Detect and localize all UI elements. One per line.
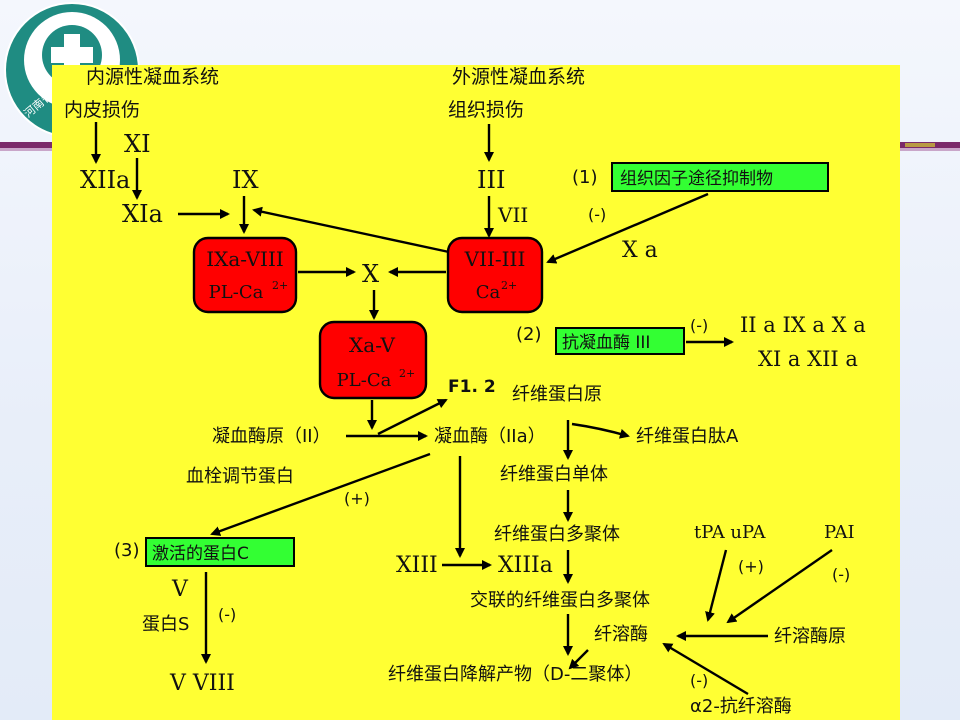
complex-xa-v-sup: 2+ (399, 367, 415, 380)
factor-fibrin-polymer: 纤维蛋白多聚体 (494, 524, 620, 545)
factor-iii: III (477, 166, 505, 194)
complex-ixa-viii-line1: IXa-VIII (206, 247, 284, 271)
factor-v-in: V (171, 577, 189, 602)
intrinsic-title: 内源性凝血系统 (86, 66, 219, 88)
inhibitor-tfpi-box: 组织因子途径抑制物 (611, 162, 829, 192)
inhibitor-at3-label: 抗凝血酶 III (562, 333, 650, 353)
arrow-vii-iii-to-ix (252, 206, 450, 254)
arrow-plasmin-to-fdp (568, 649, 589, 670)
at3-targets-line1: II a IX a X a (740, 313, 866, 337)
factor-xiiia: XIIIa (498, 553, 553, 578)
inhibitor-at3-effect: (-) (690, 316, 708, 335)
complex-vii-iii-line2: Ca (476, 282, 501, 303)
factor-protein-s: 蛋白S (142, 614, 189, 635)
factor-crosslinked-fibrin: 交联的纤维蛋白多聚体 (470, 590, 650, 611)
divider-ornament (905, 143, 935, 147)
complex-vii-iii: VII-III Ca 2+ (446, 236, 544, 314)
factor-antiplasmin: α2-抗纤溶酶 (690, 696, 792, 717)
at3-targets-line2: XI a XII a (758, 347, 858, 371)
complex-xa-v-line1: Xa-V (349, 333, 395, 357)
factor-pai: PAI (824, 522, 855, 543)
factor-fibrin-monomer: 纤维蛋白单体 (500, 464, 608, 485)
effect-antiplasmin: (-) (690, 671, 708, 690)
inhibitor-apc-box: 激活的蛋白C (145, 537, 295, 567)
factor-xia: XIa (122, 200, 163, 228)
factor-x: X (362, 260, 379, 288)
arrow-pai-to-activation (726, 549, 833, 624)
arrow-tpa-to-plasmin (705, 549, 728, 622)
factor-xiia: XIIa (80, 166, 130, 194)
intrinsic-trigger: 内皮损伤 (64, 99, 140, 121)
factor-thrombin: 凝血酶（IIa） (434, 426, 546, 447)
effect-thrombomodulin: (+) (344, 489, 370, 508)
complex-ixa-viii-sup: 2+ (272, 279, 288, 292)
effect-tpa-upa: (+) (738, 557, 764, 576)
inhibitor-apc-number: (3) (114, 540, 140, 561)
complex-vii-iii-line1: VII-III (464, 247, 526, 271)
factor-ix: IX (232, 166, 259, 194)
arrow-to-fibrinopeptide-a (571, 422, 630, 439)
factor-v-viii-out: V VIII (169, 671, 235, 696)
factor-xi: XI (124, 130, 151, 158)
factor-fibrinogen: 纤维蛋白原 (512, 384, 602, 405)
inhibitor-at3-number: (2) (516, 324, 542, 345)
inhibitor-at3-box: 抗凝血酶 III (555, 327, 685, 355)
factor-xiii: XIII (396, 553, 438, 578)
inhibitor-tfpi-effect: (-) (588, 205, 606, 224)
inhibitor-tfpi-number: (1) (572, 167, 598, 188)
effect-pai: (-) (832, 565, 850, 584)
extrinsic-title: 外源性凝血系统 (452, 66, 585, 88)
factor-plasmin: 纤溶酶 (594, 624, 648, 645)
complex-vii-iii-sup: 2+ (501, 279, 517, 292)
inhibitor-apc-effect: (-) (218, 605, 236, 624)
complex-ixa-viii: IXa-VIII PL-Ca 2+ (192, 236, 298, 314)
extrinsic-trigger: 组织损伤 (448, 99, 524, 121)
label-f12: F1. 2 (448, 377, 496, 397)
factor-plasminogen: 纤溶酶原 (774, 626, 846, 647)
factor-xa-tfpi: X a (622, 238, 658, 263)
factor-tpa-upa: tPA uPA (694, 522, 766, 543)
arrow-antiplasmin-to-plasmin (662, 642, 749, 696)
factor-fibrinopeptide-a: 纤维蛋白肽A (636, 426, 739, 447)
inhibitor-apc-label: 激活的蛋白C (152, 544, 249, 564)
complex-xa-v: Xa-V PL-Ca 2+ (318, 320, 428, 400)
arrow-to-f12 (377, 398, 448, 436)
factor-prothrombin: 凝血酶原（II） (212, 426, 331, 447)
inhibitor-tfpi-label: 组织因子途径抑制物 (620, 169, 773, 189)
factor-vii: VII (497, 203, 528, 227)
factor-fdp: 纤维蛋白降解产物（D-二聚体） (388, 664, 642, 685)
arrow-tfpi-to-vii-iii (546, 192, 709, 264)
factor-thrombomodulin: 血栓调节蛋白 (186, 466, 294, 487)
complex-xa-v-line2: PL-Ca (337, 370, 392, 391)
arrow-thrombin-to-apc (210, 452, 431, 536)
complex-ixa-viii-line2: PL-Ca (209, 282, 264, 303)
